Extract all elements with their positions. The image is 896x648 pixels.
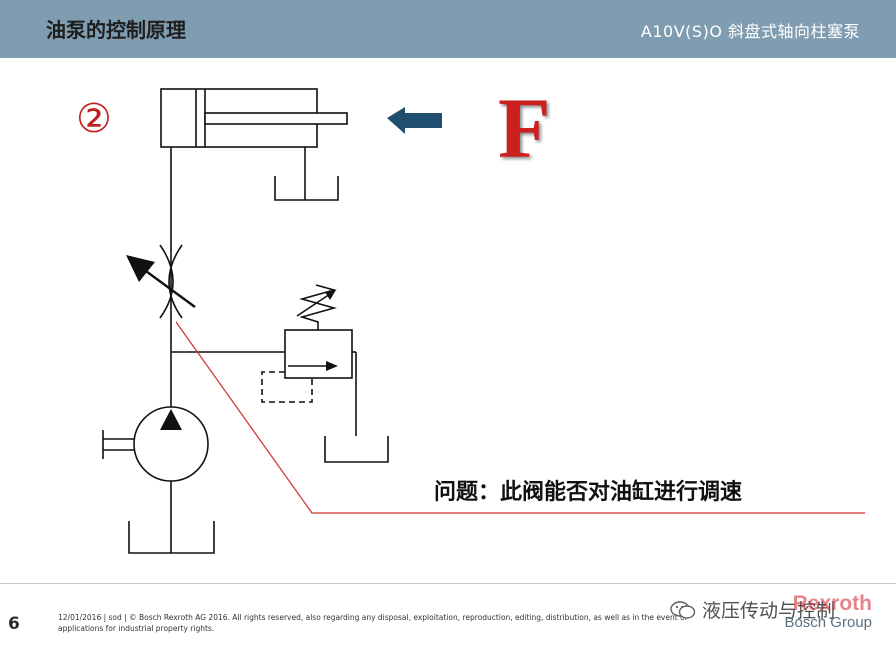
hydraulic-pump: [102, 406, 209, 553]
brand-group: Bosch Group: [784, 614, 872, 631]
slide-title: 油泵的控制原理: [46, 18, 186, 42]
adjustable-throttle-valve: [126, 244, 196, 319]
question-leader-line: [175, 321, 865, 514]
legal-notice: 12/01/2016 | sod | © Bosch Rexroth AG 20…: [58, 613, 688, 633]
step-number: ②: [76, 96, 112, 142]
force-label: F: [498, 80, 551, 176]
header-bar: 油泵的控制原理 A10V(S)O 斜盘式轴向柱塞泵: [0, 0, 896, 58]
wechat-watermark: 液压传动与控制: [670, 596, 835, 623]
hydraulic-cylinder: [160, 88, 348, 200]
cylinder-tank-symbol: [274, 176, 339, 201]
relief-tank-symbol: [324, 436, 389, 463]
footer-divider: [0, 583, 896, 584]
force-arrow: [387, 107, 442, 134]
wechat-icon: [670, 601, 696, 619]
brand-name: Rexroth: [792, 592, 872, 615]
pump-tank-symbol: [128, 521, 215, 554]
slide-subtitle: A10V(S)O 斜盘式轴向柱塞泵: [640, 22, 860, 41]
page-number: 6: [8, 614, 20, 634]
pressure-relief-valve: [261, 284, 357, 408]
question-text: 问题：此阀能否对油缸进行调速: [434, 479, 743, 505]
brand-logo: Rexroth Bosch Group: [752, 592, 872, 631]
watermark-text: 液压传动与控制: [702, 600, 836, 622]
